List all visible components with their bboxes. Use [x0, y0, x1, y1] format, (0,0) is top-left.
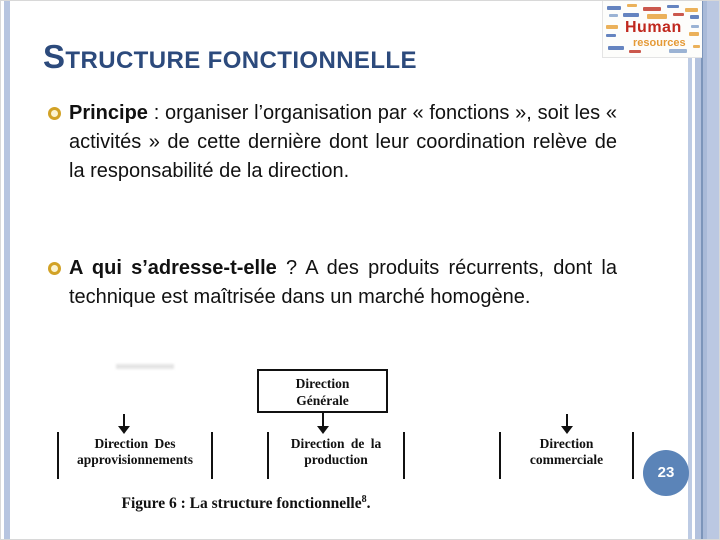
org-chart-root-box: Direction Générale — [257, 369, 388, 413]
figure-caption: Figure 6 : La structure fonctionnelle8. — [41, 494, 451, 513]
wordcloud-texture — [689, 32, 699, 36]
right-accent-stripe — [688, 1, 692, 539]
wordcloud-texture — [643, 7, 661, 11]
wordcloud-texture — [607, 6, 621, 10]
wordcloud-texture — [691, 25, 699, 28]
bullet-lead: A qui s’adresse-t-elle — [69, 257, 277, 279]
wordcloud-texture — [606, 34, 616, 37]
cell-line1: Direction Des — [94, 436, 176, 451]
wordcloud-texture — [669, 49, 687, 53]
wordcloud-texture — [627, 4, 637, 7]
left-accent-stripe — [4, 1, 10, 539]
org-chart-cell-production: Direction de la production — [269, 436, 403, 468]
wordcloud-texture — [693, 45, 700, 48]
right-accent-stripe — [707, 1, 719, 539]
wordcloud-word-human: Human — [625, 19, 682, 36]
right-accent-stripe — [703, 1, 707, 539]
org-chart-root-line1: Direction — [295, 376, 350, 391]
wordcloud-word-resources: resources — [633, 37, 686, 49]
wordcloud-texture — [623, 13, 639, 17]
figure-caption-text: Figure 6 : La structure fonctionnelle — [121, 495, 362, 513]
cell-border — [211, 432, 213, 479]
wordcloud-texture — [609, 14, 618, 17]
org-chart-cell-approvisionnements: Direction Des approvisionnements — [59, 436, 211, 468]
bullet-ring-icon — [48, 262, 61, 275]
wordcloud-texture — [647, 14, 667, 19]
bullet-a-qui-text: A qui s’adresse-t-elle ? A des produits … — [69, 254, 617, 312]
cell-border — [57, 432, 59, 479]
wordcloud-texture — [685, 8, 698, 12]
scan-artifact — [116, 364, 174, 369]
cell-line1: Direction — [539, 436, 594, 451]
bullet-a-qui: A qui s’adresse-t-elle ? A des produits … — [47, 254, 617, 312]
org-chart-root-line2: Générale — [296, 393, 349, 408]
right-accent-stripe — [695, 1, 701, 539]
figure-caption-footnote: 8 — [361, 494, 367, 505]
wordcloud-texture — [629, 50, 641, 53]
page-number-badge: 23 — [643, 450, 689, 496]
org-chart-figure: Direction Générale Direction Des approvi… — [1, 356, 691, 526]
wordcloud-texture — [673, 13, 684, 16]
bullet-ring-icon — [48, 107, 61, 120]
wordcloud-texture — [606, 25, 618, 29]
cell-border — [403, 432, 405, 479]
wordcloud-texture — [667, 5, 679, 8]
bullet-body: ? A des produits récurrents, dont la tec… — [69, 257, 617, 308]
cell-border — [632, 432, 634, 479]
bullet-principe: Principe : organiser l’organisation par … — [47, 99, 617, 186]
bullet-body: : organiser l’organisation par « fonctio… — [69, 102, 617, 182]
cell-line2: commerciale — [529, 452, 604, 467]
cell-line2: approvisionnements — [76, 452, 194, 467]
cell-line1: Direction de la — [290, 436, 382, 451]
figure-caption-period: . — [366, 495, 371, 513]
cell-border — [499, 432, 501, 479]
cell-border — [267, 432, 269, 479]
cell-line2: production — [304, 452, 368, 467]
slide-title: Structure fonctionnelle — [43, 38, 417, 75]
right-accent-stripe — [701, 1, 703, 539]
bullet-principe-text: Principe : organiser l’organisation par … — [69, 99, 617, 186]
bullet-lead: Principe — [69, 102, 148, 124]
wordcloud-image: Human resources — [602, 1, 702, 58]
wordcloud-texture — [608, 46, 624, 50]
org-chart-cell-commerciale: Direction commerciale — [501, 436, 632, 468]
wordcloud-texture — [690, 15, 699, 19]
